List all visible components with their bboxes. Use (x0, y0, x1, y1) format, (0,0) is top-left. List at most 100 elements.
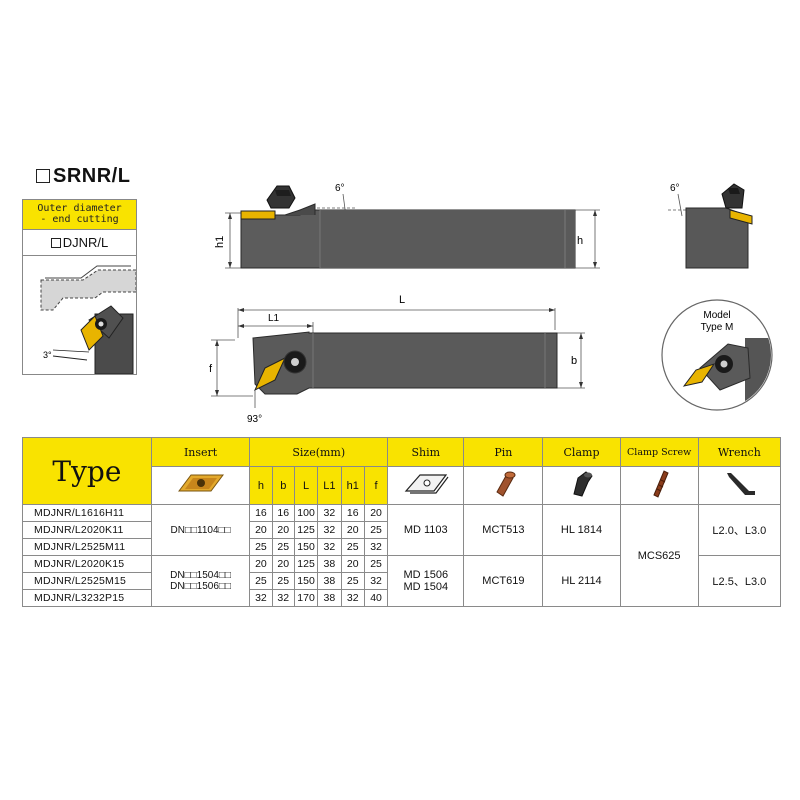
clamp-screw-image (619, 466, 699, 505)
header-pin: Pin (463, 437, 544, 467)
description-model-text: DJNR/L (62, 235, 109, 250)
end-view-drawing: 6° (668, 183, 753, 269)
header-wrench: Wrench (697, 437, 782, 467)
table-row: MDJNR/L2525M15 25 25 150 38 25 32 (22, 572, 781, 590)
table-row: MDJNR/L2020K11 20 20 125 32 20 25 (22, 521, 781, 539)
wrench-group-2: L2.5、L3.0 (697, 555, 782, 607)
size-cell: 20 (340, 555, 365, 573)
size-cell: 16 (249, 504, 273, 522)
clamp-group-2: HL 2114 (542, 555, 621, 607)
size-cell: 32 (363, 538, 389, 556)
header-clamp-screw: Clamp Screw (619, 437, 699, 467)
shim-group-2-line-2: MD 1504 (403, 581, 449, 593)
side-view-drawing: h1 h 6° (214, 183, 600, 269)
dim-f-label: f (209, 363, 213, 375)
wrench-icon (727, 473, 756, 495)
insert-icon (177, 474, 224, 492)
cutting-diagram: 3° (23, 258, 136, 374)
shim-group-1: MD 1103 (387, 504, 465, 556)
header-type: Type (22, 437, 152, 505)
size-cell: 25 (340, 572, 365, 590)
table-row: MDJNR/L1616H11 DN□□1104□□ 16 16 100 32 1… (22, 504, 782, 607)
model-cell: MDJNR/L2525M11 (22, 538, 152, 556)
size-cell: 20 (271, 555, 295, 573)
insert-image (150, 466, 251, 505)
size-col-f: f (363, 466, 389, 505)
table-row: MDJNR/L2020K15 DN□□1504□□ DN□□1506□□ 20 … (22, 555, 782, 607)
series-title: SRNR/L (36, 165, 130, 188)
size-cell: 16 (271, 504, 295, 522)
dim-L-label: L (399, 294, 405, 306)
size-cell: 16 (340, 504, 365, 522)
size-cell: 25 (271, 572, 295, 590)
clamp-image (542, 466, 621, 505)
pin-icon (496, 471, 516, 497)
angle-3-label: 3° (43, 350, 52, 360)
detail-title-1: Model (703, 310, 730, 321)
clamp-screw-cell: MCS625 (619, 504, 699, 607)
size-cell: 32 (340, 589, 365, 607)
size-cell: 32 (249, 589, 273, 607)
size-cell: 100 (293, 504, 319, 522)
size-cell: 125 (293, 555, 319, 573)
table-row: MDJNR/L2525M11 25 25 150 32 25 32 (22, 538, 781, 556)
header-shim: Shim (387, 437, 465, 467)
insert-group-2-line-2: DN□□1506□□ (170, 581, 231, 592)
side-angle-label: 6° (335, 183, 345, 194)
size-cell: 150 (293, 572, 319, 590)
insert-group-1: DN□□1104□□ (150, 504, 251, 556)
wrench-group-1: L2.0、L3.0 (697, 504, 782, 556)
shim-image (387, 466, 465, 505)
checkbox-glyph-icon (50, 238, 61, 248)
pin-image (463, 466, 544, 505)
size-cell: 20 (340, 521, 365, 539)
detail-title-2: Type M (701, 322, 734, 333)
size-col-h: h (249, 466, 273, 505)
size-cell: 38 (317, 589, 342, 607)
header-clamp: Clamp (542, 437, 621, 467)
size-cell: 170 (293, 589, 319, 607)
size-cell: 25 (340, 538, 365, 556)
spec-table: Type Insert Size(mm) Shim Pin Clamp Clam… (22, 437, 782, 607)
model-cell: MDJNR/L2020K15 (22, 555, 152, 573)
pin-group-1: MCT513 (463, 504, 544, 556)
size-cell: 20 (271, 521, 295, 539)
size-cell: 38 (317, 555, 342, 573)
description-line-1: Outer diameter (37, 203, 122, 214)
top-view-drawing: L L1 f b 93° (209, 294, 585, 425)
model-cell: MDJNR/L3232P15 (22, 589, 152, 607)
size-cell: 125 (293, 521, 319, 539)
size-cell: 20 (249, 521, 273, 539)
size-cell: 32 (271, 589, 295, 607)
size-col-b: b (271, 466, 295, 505)
wrench-image (697, 466, 782, 505)
size-cell: 150 (293, 538, 319, 556)
dim-L1-label: L1 (268, 313, 280, 324)
model-cell: MDJNR/L1616H11 (22, 504, 152, 522)
size-col-L: L (293, 466, 319, 505)
model-cell: MDJNR/L2020K11 (22, 521, 152, 539)
end-angle-label: 6° (670, 183, 680, 194)
type-m-detail: Model Type M (661, 299, 773, 411)
series-title-text: SRNR/L (53, 165, 131, 187)
description-line-2: - end cutting (40, 214, 119, 225)
size-cell: 40 (363, 589, 389, 607)
shim-icon (404, 474, 449, 494)
top-angle-label: 93° (247, 414, 262, 425)
checkbox-glyph-icon (36, 169, 50, 183)
size-col-L1: L1 (317, 466, 342, 505)
header-insert: Insert (150, 437, 251, 467)
size-cell: 20 (363, 504, 389, 522)
size-cell: 32 (317, 504, 342, 522)
header-row: Type Insert Size(mm) Shim Pin Clamp Clam… (22, 437, 782, 505)
clamp-icon (572, 471, 593, 497)
shim-group-2: MD 1506 MD 1504 (387, 555, 465, 607)
header-size: Size(mm) (249, 437, 389, 467)
description-panel: Outer diameter - end cutting DJNR/L 3° (22, 199, 137, 375)
description-header: Outer diameter - end cutting (23, 200, 136, 230)
size-cell: 25 (363, 555, 389, 573)
dim-b-label: b (571, 355, 577, 367)
size-cell: 25 (249, 538, 273, 556)
description-model: DJNR/L (23, 230, 136, 256)
size-cell: 25 (271, 538, 295, 556)
